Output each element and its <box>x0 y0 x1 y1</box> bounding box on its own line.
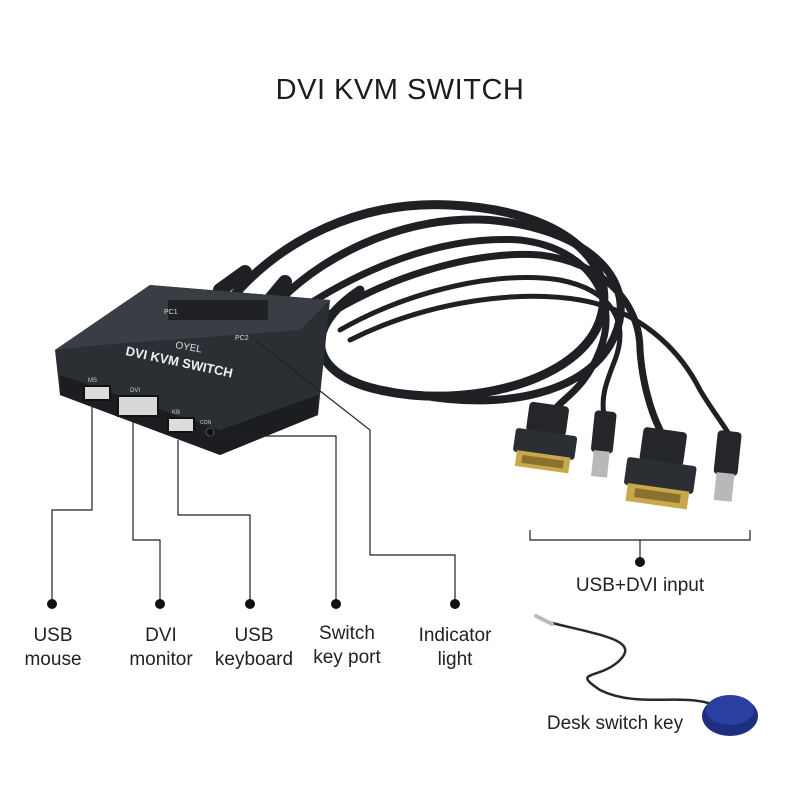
title: DVI KVM SWITCH <box>275 74 525 106</box>
port-ms <box>83 385 111 401</box>
usb-plug-1 <box>591 410 617 478</box>
device-port-pc1: PC1 <box>164 309 178 316</box>
dvi-plug-2 <box>624 427 697 510</box>
device-port-pc2: PC2 <box>235 335 249 342</box>
device-port-dvi: DVI <box>130 388 140 394</box>
usb-plug-2 <box>713 430 742 502</box>
label-usb-dvi-input: USB+DVI input <box>575 575 705 596</box>
port-dvi <box>117 395 159 417</box>
device-port-con: CON <box>200 420 212 426</box>
port-kb <box>167 417 195 433</box>
label-dvi-monitor: DVI monitor <box>129 625 193 670</box>
label-usb-mouse: USB mouse <box>24 625 82 670</box>
callout-lines <box>51 339 751 604</box>
device-brand: OYEL <box>174 340 203 356</box>
label-switch-key-port: Switch key port <box>313 623 381 668</box>
desk-switch-key <box>534 614 758 736</box>
device-port-ms: MS <box>88 378 97 384</box>
label-desk-switch-key: Desk switch key <box>546 713 684 734</box>
callout-dots <box>47 557 645 609</box>
dvi-plug-1 <box>513 401 578 474</box>
port-con <box>205 427 215 437</box>
device-port-kb: KB <box>172 410 180 416</box>
label-indicator-light: Indicator light <box>418 625 492 670</box>
label-usb-keyboard: USB keyboard <box>214 625 294 670</box>
